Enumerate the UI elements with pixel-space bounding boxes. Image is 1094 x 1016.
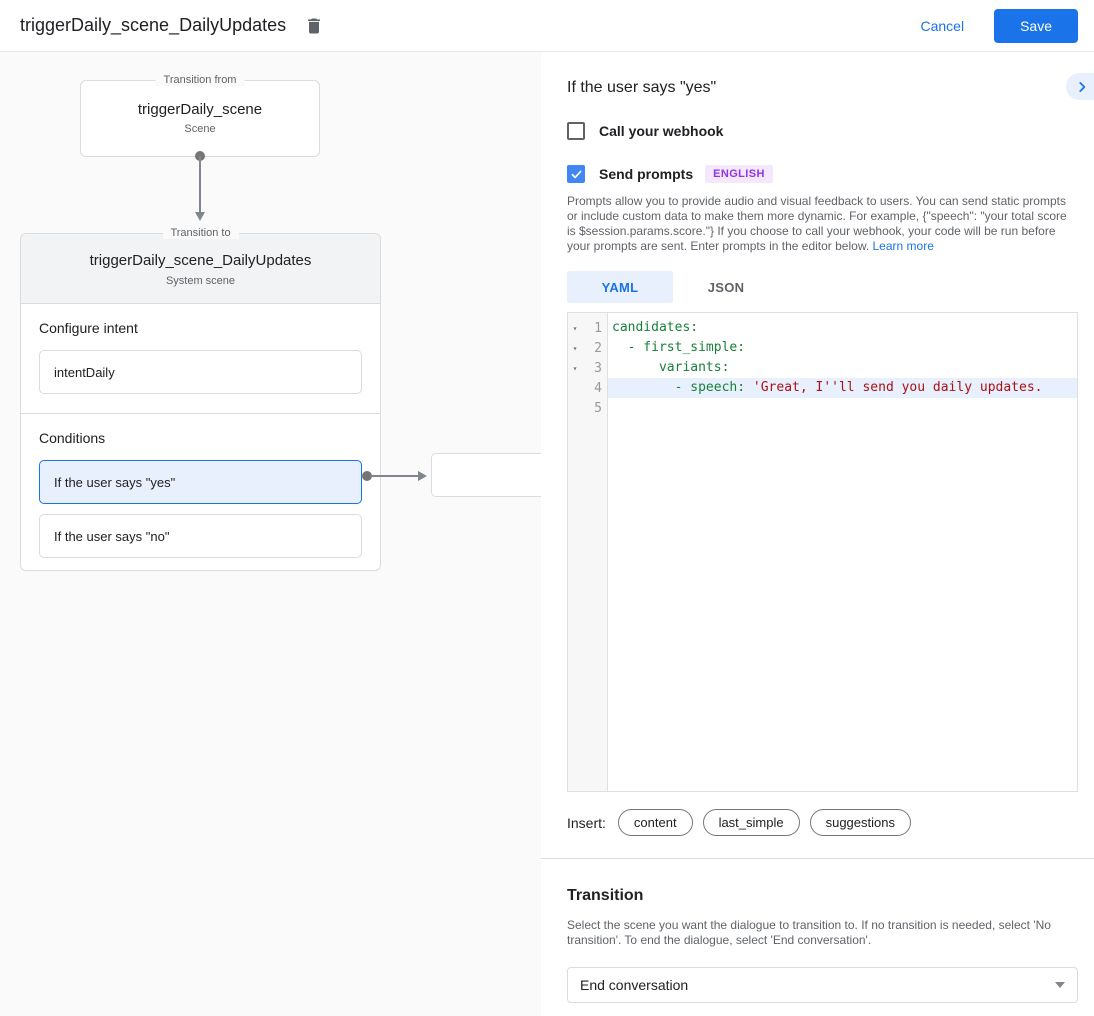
send-prompts-label: Send prompts xyxy=(599,166,694,182)
delete-scene-button[interactable] xyxy=(304,16,324,36)
insert-row: Insert: content last_simple suggestions xyxy=(567,809,1078,836)
trash-icon xyxy=(304,16,324,36)
top-bar: triggerDaily_scene_DailyUpdates Cancel S… xyxy=(0,0,1094,52)
configure-intent-section: Configure intent intentDaily xyxy=(21,304,380,413)
fold-arrow-icon[interactable]: ▾ xyxy=(572,323,578,333)
code-area[interactable]: candidates: - first_simple: variants: - … xyxy=(608,313,1077,791)
cancel-button[interactable]: Cancel xyxy=(920,17,965,34)
insert-chip-last-simple[interactable]: last_simple xyxy=(702,809,800,836)
transition-from-node[interactable]: Transition from triggerDaily_scene Scene xyxy=(80,74,320,157)
main-layout: Transition from triggerDaily_scene Scene… xyxy=(0,52,1094,1016)
insert-chip-content[interactable]: content xyxy=(617,809,693,836)
insert-chip-suggestions[interactable]: suggestions xyxy=(809,809,911,836)
collapse-panel-button[interactable] xyxy=(1066,73,1094,100)
code-line-2: - first_simple: xyxy=(612,340,746,355)
transition-target-node[interactable] xyxy=(431,453,541,497)
tab-json[interactable]: JSON xyxy=(707,279,745,295)
gutter-line: ▾ 1 xyxy=(568,318,607,338)
gutter-line: ▾ 2 xyxy=(568,338,607,358)
condition-item-no[interactable]: If the user says "no" xyxy=(39,514,362,558)
configure-intent-label: Configure intent xyxy=(39,320,138,336)
prompts-description: Prompts allow you to provide audio and v… xyxy=(567,194,1067,253)
conditions-section: Conditions If the user says "yes" If the… xyxy=(21,413,380,577)
condition-item-yes[interactable]: If the user says "yes" xyxy=(39,460,362,504)
transition-description: Select the scene you want the dialogue t… xyxy=(567,918,1051,947)
dropdown-arrow-icon xyxy=(1055,982,1065,988)
transition-from-legend: Transition from xyxy=(155,74,245,86)
transition-select[interactable]: End conversation xyxy=(567,967,1078,1003)
insert-label: Insert: xyxy=(567,814,606,831)
transition-title: Transition xyxy=(567,887,644,904)
scene-header: triggerDaily_scene_DailyUpdates System s… xyxy=(21,234,380,304)
scene-flow-canvas[interactable]: Transition from triggerDaily_scene Scene… xyxy=(0,52,541,1016)
gutter-line: 4 xyxy=(594,380,602,396)
condition-arrowhead-icon xyxy=(418,471,427,481)
section-divider xyxy=(541,858,1094,859)
intent-field[interactable]: intentDaily xyxy=(39,350,362,394)
send-prompts-row: Send prompts ENGLISH xyxy=(567,165,1078,183)
code-line-1: candidates: xyxy=(612,320,699,335)
conditions-label: Conditions xyxy=(39,430,106,446)
webhook-label: Call your webhook xyxy=(599,123,724,139)
condition-connector-line xyxy=(370,475,420,477)
from-scene-type: Scene xyxy=(184,123,216,135)
topbar-actions: Cancel Save xyxy=(920,8,1078,43)
code-line-3: variants: xyxy=(612,360,730,375)
check-icon xyxy=(570,168,583,181)
gutter-line: 5 xyxy=(594,400,602,416)
editor-gutter: ▾ 1 ▾ 2 ▾ 3 4 5 xyxy=(568,313,608,791)
code-line-4: - speech: 'Great, I''ll send you daily u… xyxy=(608,378,1077,398)
webhook-row: Call your webhook xyxy=(567,122,1078,140)
page-title: triggerDaily_scene_DailyUpdates xyxy=(20,15,287,35)
tab-yaml[interactable]: YAML xyxy=(567,271,673,303)
code-line-5 xyxy=(608,398,1077,418)
from-scene-name: triggerDaily_scene xyxy=(137,101,263,118)
condition-detail-panel: If the user says "yes" Call your webhook… xyxy=(541,52,1094,1016)
save-button[interactable]: Save xyxy=(994,8,1078,43)
gutter-line: ▾ 3 xyxy=(568,358,607,378)
to-scene-name: triggerDaily_scene_DailyUpdates xyxy=(89,252,312,269)
learn-more-link[interactable]: Learn more xyxy=(872,239,934,253)
condition-title: If the user says "yes" xyxy=(567,79,717,96)
send-prompts-checkbox[interactable] xyxy=(567,165,585,183)
transition-to-node[interactable]: Transition to triggerDaily_scene_DailyUp… xyxy=(20,227,381,571)
connector-line xyxy=(199,156,201,213)
fold-arrow-icon[interactable]: ▾ xyxy=(572,363,578,373)
to-scene-type: System scene xyxy=(165,275,236,287)
transition-to-legend: Transition to xyxy=(162,227,239,239)
webhook-checkbox[interactable] xyxy=(567,122,585,140)
language-badge: ENGLISH xyxy=(705,165,773,183)
connector-arrowhead-icon xyxy=(195,212,205,221)
condition-connector-dot xyxy=(362,471,372,481)
chevron-right-icon xyxy=(1075,80,1089,94)
transition-select-value: End conversation xyxy=(580,977,689,993)
editor-tabs: YAML JSON xyxy=(567,271,1078,303)
fold-arrow-icon[interactable]: ▾ xyxy=(572,343,578,353)
prompt-code-editor[interactable]: ▾ 1 ▾ 2 ▾ 3 4 5 xyxy=(567,312,1078,792)
